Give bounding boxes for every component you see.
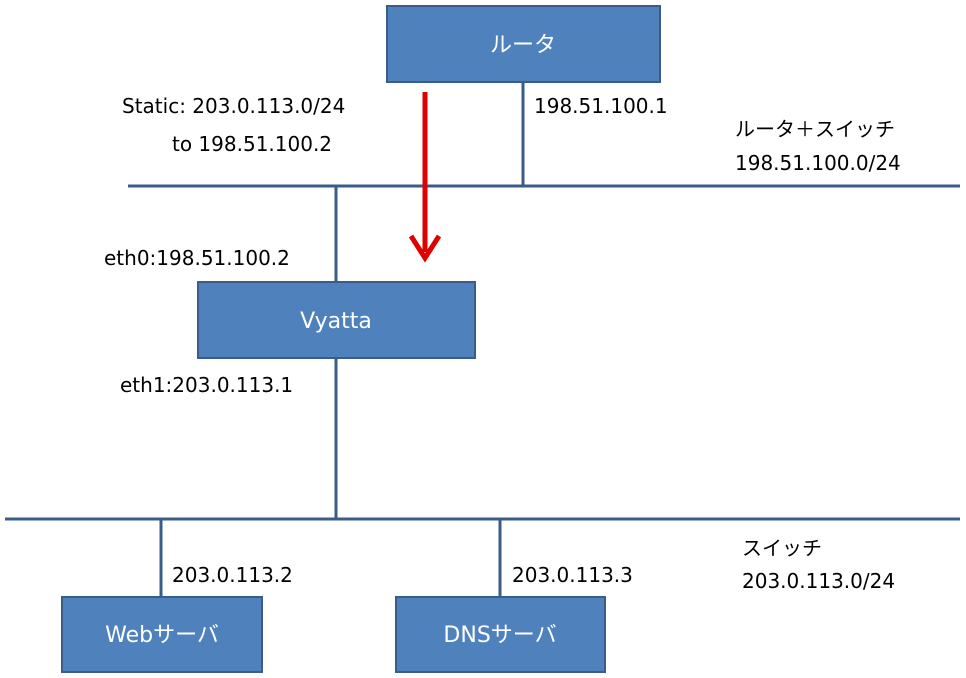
upper-network-name: ルータ＋スイッチ bbox=[735, 117, 895, 141]
web-server-box bbox=[61, 596, 263, 673]
vyatta-eth0-label: eth0:198.51.100.2 bbox=[104, 246, 290, 270]
dns-server-label: DNSサーバ bbox=[443, 623, 556, 648]
router-label: ルータ bbox=[490, 33, 556, 58]
vyatta-box bbox=[197, 281, 476, 359]
web-server-label: Webサーバ bbox=[105, 623, 219, 648]
vyatta-node[interactable]: Vyatta bbox=[197, 281, 476, 359]
dns-server-node[interactable]: DNSサーバ bbox=[395, 596, 606, 673]
dns-server-ip-label: 203.0.113.3 bbox=[512, 563, 633, 587]
web-server-ip-label: 203.0.113.2 bbox=[172, 563, 293, 587]
static-route-line2: to 198.51.100.2 bbox=[172, 132, 332, 156]
arrow-head-icon bbox=[408, 234, 442, 263]
lower-network-name: スイッチ bbox=[742, 536, 822, 560]
vyatta-label: Vyatta bbox=[300, 309, 372, 334]
static-route-arrow bbox=[408, 92, 442, 263]
router-box bbox=[386, 5, 661, 83]
web-server-node[interactable]: Webサーバ bbox=[61, 596, 263, 673]
router-ip-label: 198.51.100.1 bbox=[534, 94, 668, 118]
links bbox=[5, 82, 960, 597]
router-node[interactable]: ルータ bbox=[386, 5, 661, 83]
vyatta-eth1-label: eth1:203.0.113.1 bbox=[120, 373, 293, 397]
lower-network-subnet: 203.0.113.0/24 bbox=[742, 569, 895, 593]
static-route-line1: Static: 203.0.113.0/24 bbox=[122, 94, 345, 118]
upper-network-subnet: 198.51.100.0/24 bbox=[735, 151, 901, 175]
dns-server-box bbox=[395, 596, 606, 673]
